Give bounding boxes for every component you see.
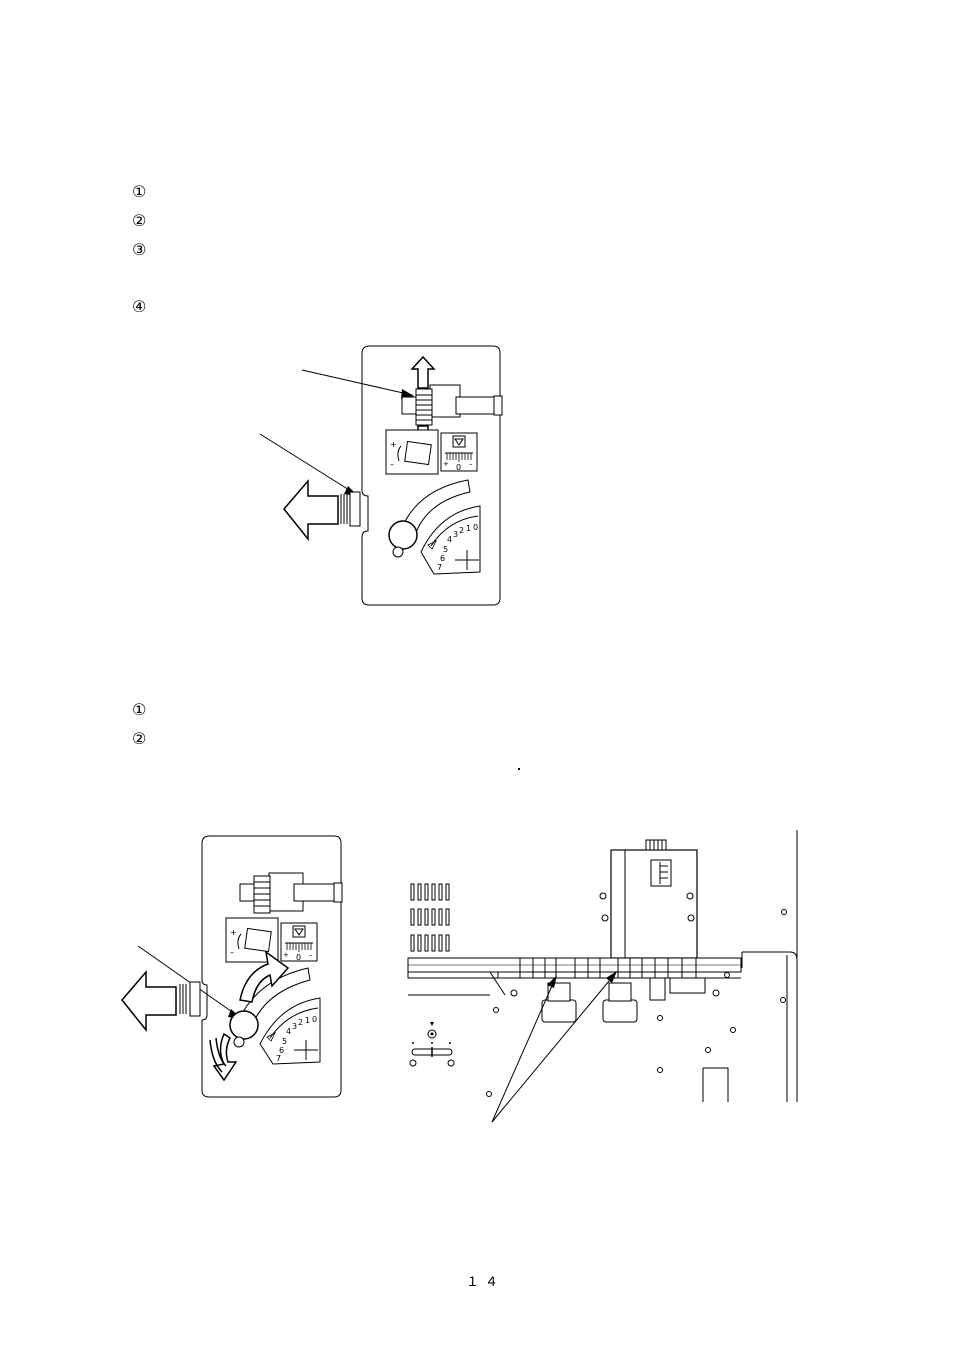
svg-text:–: – [390,460,394,469]
svg-text:+: + [230,928,237,937]
fig1-scale-4: 4 [447,535,452,544]
lever-knob [388,520,418,550]
panel-outline-2 [201,835,342,1098]
angle-scale-2 [259,997,321,1065]
bracket-right [602,999,638,1023]
step-4-marker: ④ [132,297,147,316]
pointer-line-left [491,978,556,1123]
fig2-scale-4: 4 [286,1027,291,1036]
panel-outline [361,345,501,606]
lever-slot [399,479,471,539]
pointer-line-right [491,974,615,1123]
leader-line-knob-2 [137,945,239,1017]
svg-text:–: – [230,948,234,957]
fig1-scale-1: 1 [466,524,471,533]
leader-line-lever [259,433,355,494]
fig1-scale-6: 6 [440,554,445,563]
bracket-left [541,999,577,1023]
lever-knob-2 [229,1010,259,1040]
fig1-scale-7: 7 [437,563,442,572]
fig1-scale-5: 5 [443,545,448,554]
fig2-scale-5: 5 [282,1037,287,1046]
svg-text:–: – [309,951,313,959]
fig2-scale-7: 7 [276,1054,281,1063]
fig2-scale-0: 0 [312,1015,317,1024]
svg-text:–: – [469,460,473,468]
fig2-scale-6: 6 [279,1046,284,1055]
fig2-scale-3: 3 [292,1022,297,1031]
scale-plate-zero-2: 0 [296,953,301,962]
pointer-arrowhead-right [606,971,617,983]
stray-dot [518,768,520,770]
section2-step-2-marker: ② [132,729,147,748]
svg-text:+: + [283,951,289,959]
pull-left-arrow-icon-2 [121,969,177,1033]
svg-text:+: + [443,460,449,468]
rotate-up-arrow-icon [239,950,290,1003]
vent-slots [410,883,450,952]
adjust-knob [415,388,433,426]
fig2-scale-2: 2 [298,1018,303,1027]
shaft-end [493,395,503,416]
pull-left-arrow-icon [283,478,339,542]
fig1-scale-0: 0 [473,523,478,532]
pointer-arrowhead-left [547,975,557,988]
fig2-scale-1: 1 [305,1016,310,1025]
fig1-scale-3: 3 [453,530,458,539]
step-2-marker: ② [132,211,147,230]
up-arrow-icon [410,355,436,389]
section2-step-1-marker: ① [132,700,147,719]
scale-plate-zero: 0 [456,463,461,472]
step-1-marker: ① [132,182,147,201]
leader-line-knob [301,369,413,396]
shaft-housing [429,384,461,418]
side-lever [349,491,361,527]
step-3-marker: ③ [132,240,147,259]
fig1-scale-2: 2 [459,526,464,535]
svg-text:+: + [390,440,397,449]
page-number: １４ [466,1275,505,1290]
angle-scale [420,505,481,575]
